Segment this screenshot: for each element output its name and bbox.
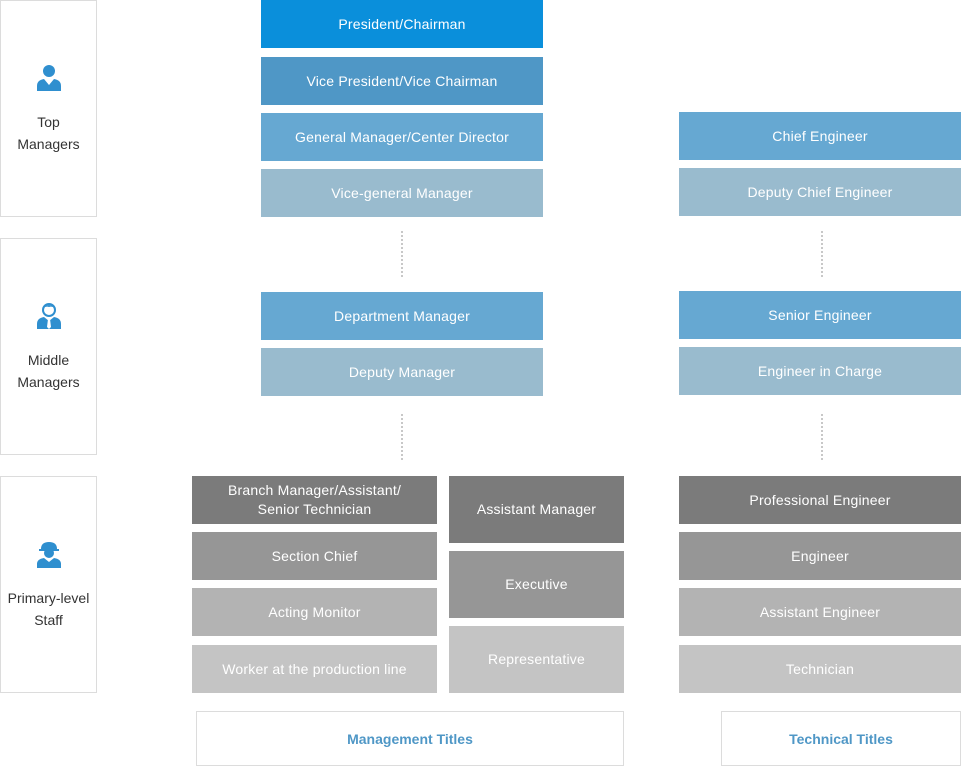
tier-middle-managers: Middle Managers (0, 238, 97, 455)
box-section-chief: Section Chief (192, 532, 437, 580)
box-assistant-engineer: Assistant Engineer (679, 588, 961, 636)
tier-primary-staff: Primary-level Staff (0, 476, 97, 693)
employee-with-tie-icon (36, 302, 61, 329)
box-assistant-manager: Assistant Manager (449, 476, 624, 543)
box-general-manager: General Manager/Center Director (261, 113, 543, 161)
technical-titles-label: Technical Titles (721, 711, 961, 766)
tier-label-primary: Primary-level Staff (7, 589, 90, 628)
box-worker: Worker at the production line (192, 645, 437, 693)
connector-dots (401, 414, 403, 460)
box-president: President/Chairman (261, 0, 543, 48)
box-vice-general-manager: Vice-general Manager (261, 169, 543, 217)
box-representative: Representative (449, 626, 624, 693)
box-vice-president: Vice President/Vice Chairman (261, 57, 543, 105)
box-department-manager: Department Manager (261, 292, 543, 340)
connector-dots (401, 231, 403, 277)
box-senior-engineer: Senior Engineer (679, 291, 961, 339)
manager-in-suit-icon (36, 64, 61, 91)
management-titles-label: Management Titles (196, 711, 624, 766)
box-acting-monitor: Acting Monitor (192, 588, 437, 636)
tier-label-top: Top Managers (17, 113, 80, 152)
box-deputy-chief-engineer: Deputy Chief Engineer (679, 168, 961, 216)
box-executive: Executive (449, 551, 624, 618)
box-technician: Technician (679, 645, 961, 693)
box-engineer: Engineer (679, 532, 961, 580)
worker-with-hardhat-icon (36, 541, 61, 568)
box-deputy-manager: Deputy Manager (261, 348, 543, 396)
box-branch-manager: Branch Manager/Assistant/ Senior Technic… (192, 476, 437, 524)
box-engineer-in-charge: Engineer in Charge (679, 347, 961, 395)
tier-top-managers: Top Managers (0, 0, 97, 217)
connector-dots (821, 414, 823, 460)
box-professional-engineer: Professional Engineer (679, 476, 961, 524)
connector-dots (821, 231, 823, 277)
box-chief-engineer: Chief Engineer (679, 112, 961, 160)
tier-label-middle: Middle Managers (17, 351, 80, 390)
